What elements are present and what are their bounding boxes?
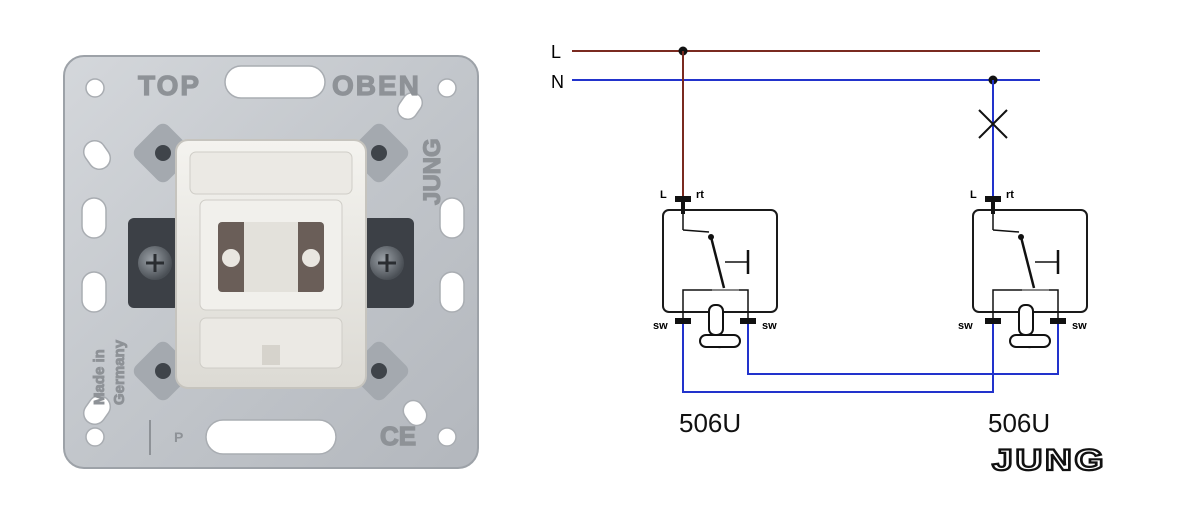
right-terminal-L: L	[970, 189, 977, 201]
switch-right: L rt sw sw	[958, 189, 1088, 348]
left-terminal-sw-right: sw	[762, 320, 777, 332]
traveler-wire-outer	[682, 324, 994, 393]
left-terminal-L: L	[660, 189, 667, 201]
top-label: TOP	[138, 70, 201, 101]
ce-mark: CE	[380, 421, 416, 451]
oben-label: OBEN	[332, 70, 421, 101]
made-in-label: Made in	[91, 349, 108, 405]
jung-logo: JUNG	[992, 444, 1106, 477]
right-terminal-sw-left: sw	[958, 320, 973, 332]
line-L-label: L	[551, 42, 561, 62]
marking-p: P	[174, 429, 183, 445]
line-N-label: N	[551, 72, 564, 92]
left-model-label: 506U	[679, 408, 741, 438]
germany-label: Germany	[111, 339, 128, 405]
traveler-wire-inner	[747, 324, 1059, 375]
plate-slots	[81, 65, 465, 455]
lamp-symbol	[978, 109, 1008, 139]
vertical-brand-label: JUNG	[419, 138, 446, 205]
right-terminal-rt: rt	[1006, 189, 1014, 201]
right-terminal-sw-right: sw	[1072, 320, 1087, 332]
left-terminal-rt: rt	[696, 189, 704, 201]
switch-left: L rt sw sw	[653, 189, 778, 348]
right-model-label: 506U	[988, 408, 1050, 438]
left-terminal-sw-left: sw	[653, 320, 668, 332]
switch-insert-photo: TOP OBEN JUNG Made in Germany P CE	[63, 55, 479, 469]
